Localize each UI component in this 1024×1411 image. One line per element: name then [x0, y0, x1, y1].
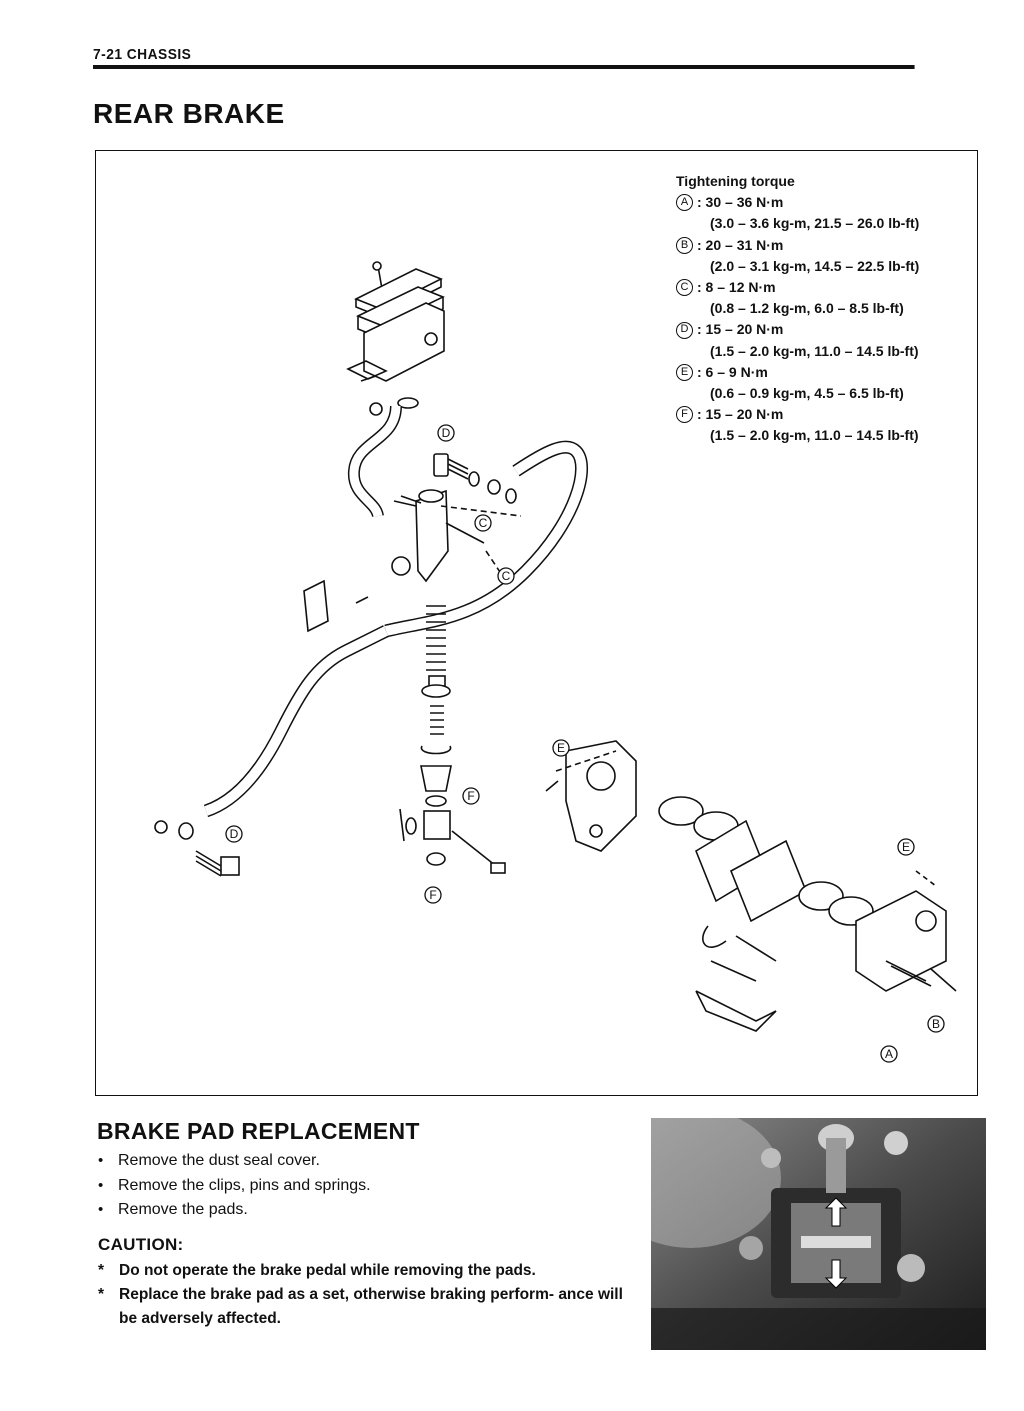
torque-row-e: E : 6 – 9 N·m [676, 362, 919, 383]
label-e-left-text: E [557, 741, 565, 755]
torque-row-b: B : 20 – 31 N·m [676, 235, 919, 256]
tightening-torque-list: Tightening torque A : 30 – 36 N·m (3.0 –… [676, 171, 919, 447]
label-d-top: D [437, 424, 455, 442]
step-item: Remove the pads. [98, 1198, 371, 1223]
label-a-text: A [885, 1047, 893, 1061]
torque-imperial-f: (1.5 – 2.0 kg-m, 11.0 – 14.5 lb-ft) [710, 427, 919, 444]
torque-metric-a: : 30 – 36 N·m [697, 194, 784, 211]
page-title: REAR BRAKE [93, 98, 285, 129]
exploded-diagram-box: D C C D F F E [95, 150, 978, 1096]
torque-row-d: D : 15 – 20 N·m [676, 319, 919, 340]
torque-imperial-b: (2.0 – 3.1 kg-m, 14.5 – 22.5 lb-ft) [710, 257, 920, 274]
torque-imperial-c: (0.8 – 1.2 kg-m, 6.0 – 8.5 lb-ft) [710, 300, 904, 317]
page-header: 7-21 CHASSIS [93, 46, 915, 69]
caution-list: Do not operate the brake pedal while rem… [98, 1259, 638, 1331]
torque-letter-e: E [676, 363, 693, 381]
torque-row-c: C : 8 – 12 N·m [676, 277, 919, 298]
torque-title: Tightening torque [676, 173, 795, 189]
torque-metric-e: : 6 – 9 N·m [697, 363, 768, 380]
label-e-left: E [552, 739, 570, 757]
label-e-right: E [897, 838, 915, 856]
brake-pad-photo [651, 1118, 986, 1350]
label-b: B [927, 1015, 945, 1033]
label-c-upper: C [474, 514, 492, 532]
torque-letter-d: D [676, 321, 693, 339]
torque-letter-c: C [676, 279, 693, 297]
torque-imperial-d: (1.5 – 2.0 kg-m, 11.0 – 14.5 lb-ft) [710, 342, 919, 359]
label-a: A [880, 1045, 898, 1063]
torque-metric-c: : 8 – 12 N·m [697, 279, 776, 296]
torque-imperial-a: (3.0 – 3.6 kg-m, 21.5 – 26.0 lb-ft) [710, 215, 920, 232]
label-c-lower-text: C [502, 569, 511, 583]
torque-row-f: F : 15 – 20 N·m [676, 404, 919, 425]
step-item: Remove the clips, pins and springs. [98, 1174, 371, 1199]
torque-letter-b: B [676, 236, 693, 254]
torque-metric-f: : 15 – 20 N·m [697, 406, 784, 423]
torque-letter-a: A [676, 194, 693, 212]
label-d-left-text: D [230, 827, 239, 841]
rear-brake-exploded-diagram: D C C D F F E [154, 261, 957, 1063]
procedure-steps: Remove the dust seal cover. Remove the c… [98, 1149, 371, 1223]
caliper-photo-illustration [651, 1118, 986, 1350]
label-f-right-text: F [467, 789, 474, 803]
label-f-bottom: F [424, 886, 442, 904]
torque-row-a: A : 30 – 36 N·m [676, 192, 919, 213]
label-c-upper-text: C [479, 516, 488, 530]
label-d-left: D [225, 825, 243, 843]
caution-item: Do not operate the brake pedal while rem… [98, 1259, 638, 1283]
caution-title: CAUTION: [98, 1235, 184, 1254]
label-c-lower: C [497, 567, 515, 585]
caution-item: Replace the brake pad as a set, otherwis… [98, 1283, 638, 1331]
section-title: BRAKE PAD REPLACEMENT [97, 1118, 420, 1144]
torque-imperial-e: (0.6 – 0.9 kg-m, 4.5 – 6.5 lb-ft) [710, 385, 904, 402]
step-item: Remove the dust seal cover. [98, 1149, 371, 1174]
torque-metric-d: : 15 – 20 N·m [697, 321, 784, 338]
torque-letter-f: F [676, 406, 693, 424]
label-d-top-text: D [442, 426, 451, 440]
torque-metric-b: : 20 – 31 N·m [697, 236, 784, 253]
label-f-bottom-text: F [429, 888, 436, 902]
label-b-text: B [932, 1017, 940, 1031]
label-e-right-text: E [902, 840, 910, 854]
page-section: 7-21 CHASSIS [93, 46, 192, 63]
label-f-right: F [462, 787, 480, 805]
